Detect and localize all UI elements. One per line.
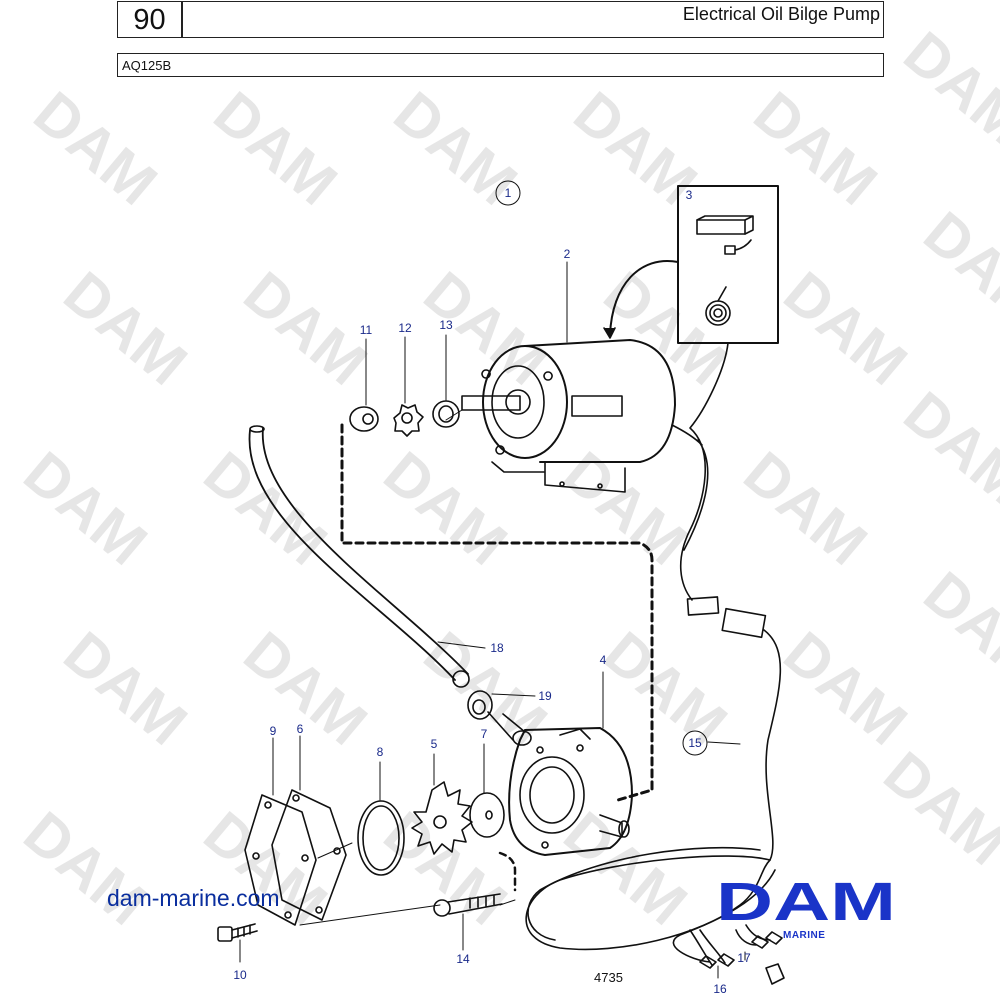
seal-ring xyxy=(349,406,379,432)
watermark: DAM xyxy=(872,739,1000,878)
short-screw xyxy=(217,923,258,942)
watermark: DAM xyxy=(52,619,200,758)
watermark: DAM xyxy=(892,19,1000,158)
watermark: DAM xyxy=(232,259,380,398)
watermark: DAM xyxy=(52,259,200,398)
callout-6[interactable]: 6 xyxy=(297,722,304,736)
callout-13[interactable]: 13 xyxy=(439,318,453,332)
website-link[interactable]: dam-marine.com xyxy=(107,885,280,911)
page-title: Electrical Oil Bilge Pump xyxy=(682,4,880,24)
callout-5[interactable]: 5 xyxy=(431,737,438,751)
watermark: DAM xyxy=(202,79,350,218)
callout-18[interactable]: 18 xyxy=(490,641,504,655)
hose-clamp xyxy=(467,690,493,720)
drive-sprocket xyxy=(393,404,424,437)
model-box: AQ125B xyxy=(117,53,884,77)
brush-inset xyxy=(677,185,779,344)
wear-plate xyxy=(469,792,505,838)
section-number: 90 xyxy=(133,4,166,36)
motor xyxy=(461,339,703,493)
leader-lines xyxy=(239,261,746,979)
long-screw xyxy=(433,893,503,917)
assembly-guide xyxy=(340,423,654,802)
watermark-layer: DAM DAM DAM DAM DAM DAM DAM DAM DAM DAM … xyxy=(12,19,1000,938)
watermark: DAM xyxy=(732,439,880,578)
callout-15[interactable]: 15 xyxy=(688,736,702,750)
motor-cable xyxy=(679,342,729,601)
watermark: DAM xyxy=(742,79,890,218)
callout-14[interactable]: 14 xyxy=(456,952,470,966)
callout-9[interactable]: 9 xyxy=(270,724,277,738)
watermark: DAM xyxy=(232,619,380,758)
callout-17[interactable]: 17 xyxy=(737,951,751,965)
callout-3[interactable]: 3 xyxy=(686,188,693,202)
watermark: DAM xyxy=(772,259,920,398)
callout-16[interactable]: 16 xyxy=(713,982,727,996)
harness-cable xyxy=(763,629,782,861)
callout-10[interactable]: 10 xyxy=(233,968,247,982)
watermark: DAM xyxy=(12,439,160,578)
figure-number: 4735 xyxy=(594,970,623,985)
watermark: DAM xyxy=(372,439,520,578)
callout-circle xyxy=(682,730,708,756)
hose xyxy=(248,427,469,681)
model-label: AQ125B xyxy=(122,58,172,73)
logo-text: DAM xyxy=(716,878,896,924)
watermark: DAM xyxy=(912,559,1000,698)
watermark: DAM xyxy=(892,379,1000,518)
callout-19[interactable]: 19 xyxy=(538,689,552,703)
watermark: DAM xyxy=(592,619,740,758)
section-number-box: 90 xyxy=(117,1,182,38)
pump-cover xyxy=(244,794,317,926)
callout-8[interactable]: 8 xyxy=(377,745,384,759)
callout-2[interactable]: 2 xyxy=(564,247,571,261)
connector-pair xyxy=(686,596,767,639)
callout-11[interactable]: 11 xyxy=(360,323,373,337)
watermark: DAM xyxy=(12,799,160,938)
watermark: DAM xyxy=(552,439,700,578)
callout-circle xyxy=(495,180,521,206)
dam-marine-logo: DAM xyxy=(716,878,896,924)
logo-subtext: MARINE xyxy=(783,930,826,941)
callout-7[interactable]: 7 xyxy=(481,727,488,741)
pump-housing xyxy=(487,711,633,856)
watermark: DAM xyxy=(192,439,340,578)
callout-12[interactable]: 12 xyxy=(398,321,412,335)
o-ring xyxy=(357,800,405,876)
gasket xyxy=(271,789,347,921)
watermark: DAM xyxy=(912,199,1000,338)
watermark: DAM xyxy=(552,799,700,938)
bearing xyxy=(432,400,460,428)
assembly-guide xyxy=(498,851,517,892)
watermark: DAM xyxy=(772,619,920,758)
callout-4[interactable]: 4 xyxy=(600,653,607,667)
inset-arrow xyxy=(609,260,679,336)
impeller xyxy=(411,781,473,855)
title-box: Electrical Oil Bilge Pump xyxy=(182,1,884,38)
callout-labels: 1 2 3 4 5 6 7 8 9 10 11 12 13 14 15 16 1… xyxy=(233,186,751,996)
callout-1[interactable]: 1 xyxy=(505,186,512,200)
wiring-harness xyxy=(525,846,785,985)
watermark: DAM xyxy=(22,79,170,218)
